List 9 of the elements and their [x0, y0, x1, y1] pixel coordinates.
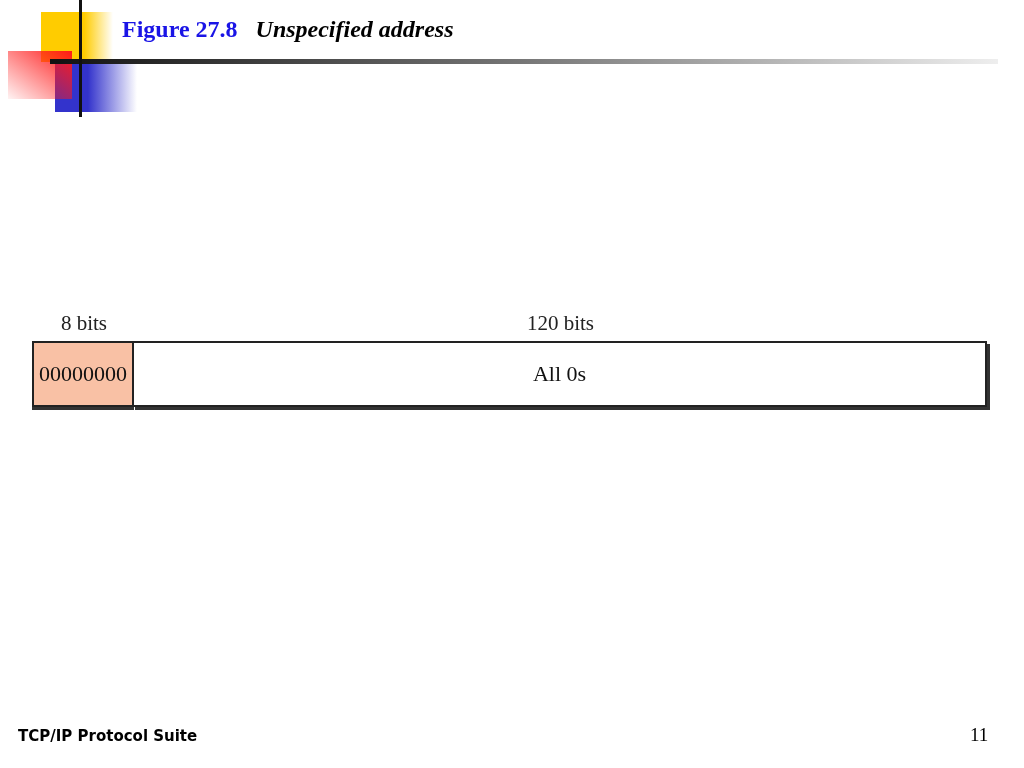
page-number: 11	[970, 724, 989, 746]
bit-width-label: 8 bits	[60, 311, 108, 336]
field-box	[32, 341, 134, 407]
field-value: All 0s	[532, 361, 587, 387]
field-box	[132, 341, 987, 407]
field-value: 00000000	[39, 361, 127, 387]
slide-title: Figure 27.8 Unspecified address	[122, 16, 454, 43]
bit-width-label: 120 bits	[526, 311, 595, 336]
footer-text: TCP/IP Protocol Suite	[18, 727, 198, 745]
